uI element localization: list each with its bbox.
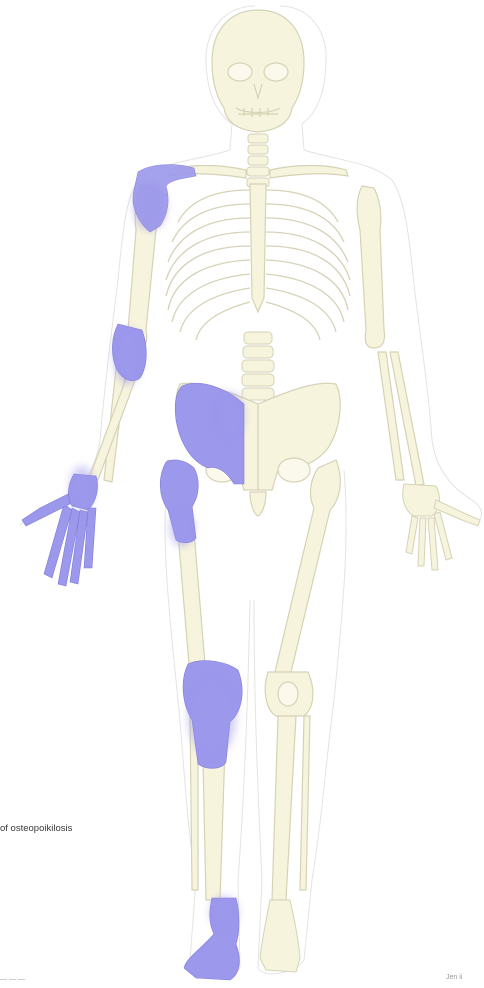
left-hand (403, 484, 480, 570)
skull (212, 10, 304, 132)
left-foot (260, 900, 300, 972)
sternum (250, 184, 266, 312)
affected-right-foot (184, 896, 239, 980)
affected-right-hand (22, 466, 98, 586)
figure-caption: of osteopoikilosis (0, 823, 72, 834)
affected-right-elbow (112, 324, 146, 384)
corner-credit-text: Jen ii (446, 974, 462, 981)
affected-right-hip (160, 460, 198, 546)
corner-footer-text: — — — (0, 976, 25, 983)
